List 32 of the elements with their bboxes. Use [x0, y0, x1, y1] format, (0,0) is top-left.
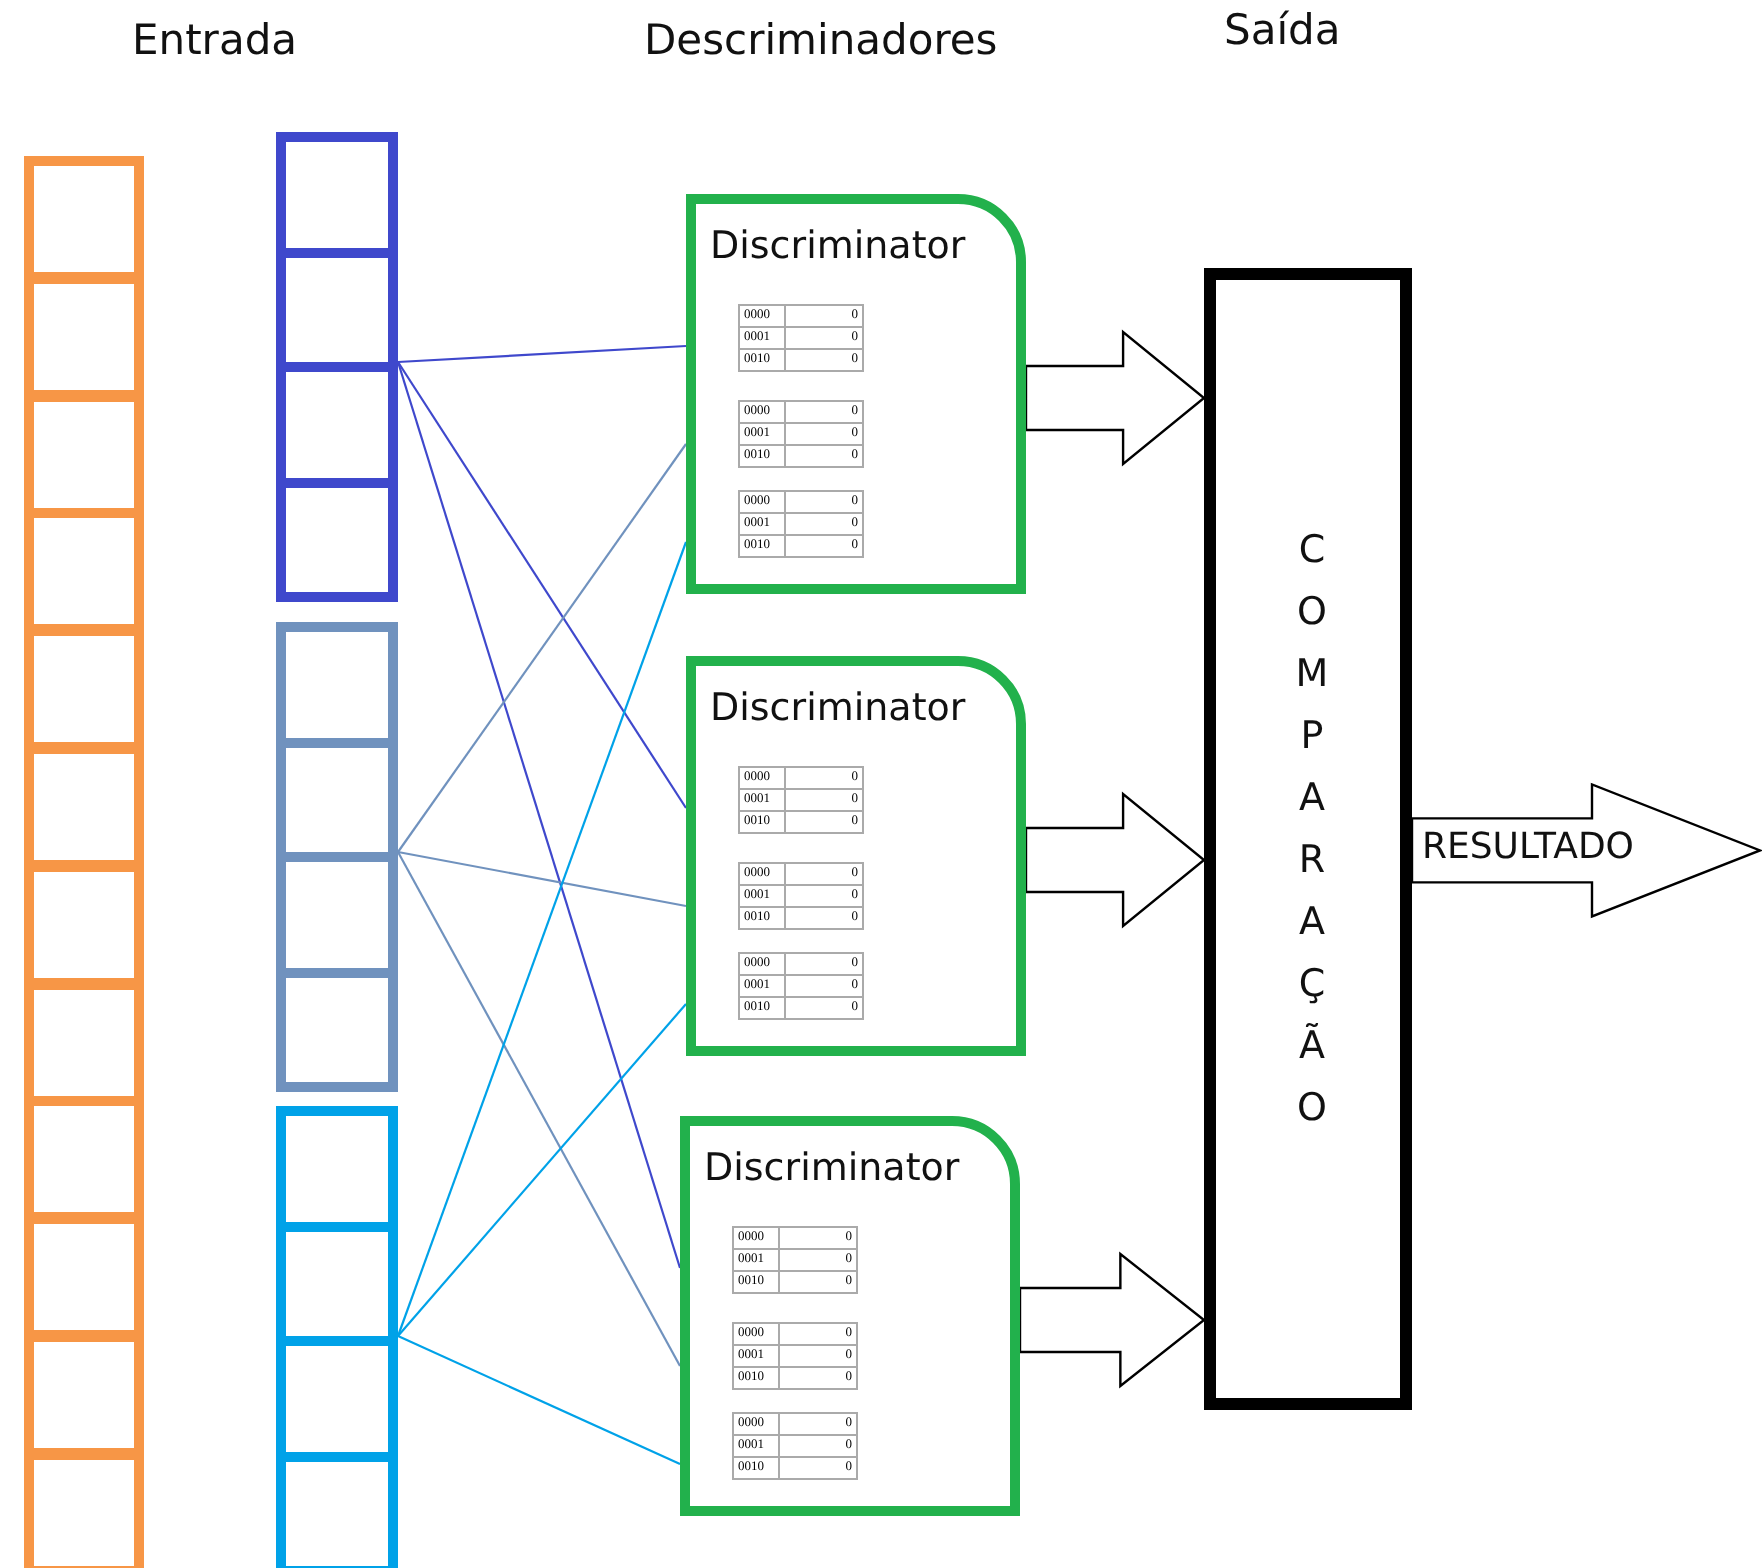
column-heading: Saída [1224, 6, 1341, 54]
discriminator-box [680, 1116, 1020, 1516]
lookup-table [738, 304, 864, 372]
lookup-table [738, 766, 864, 834]
lookup-table [738, 490, 864, 558]
comparison-label: COMPARAÇÃO [1288, 528, 1336, 1148]
lookup-table [738, 952, 864, 1020]
lookup-table [738, 400, 864, 468]
comparison-box [1204, 268, 1412, 1410]
block-arrow [1024, 329, 1206, 467]
discriminator-box [686, 656, 1026, 1056]
connection-line [396, 361, 682, 1269]
connection-line [397, 1335, 681, 1465]
discriminator-title: Discriminator [710, 686, 966, 730]
lookup-table [732, 1322, 858, 1390]
lookup-table [732, 1412, 858, 1480]
connection-line [397, 850, 687, 908]
discriminator-box [686, 194, 1026, 594]
discriminator-title: Discriminator [710, 224, 966, 268]
lookup-table [738, 862, 864, 930]
connection-line [397, 344, 687, 364]
discriminator-title: Discriminator [704, 1146, 960, 1190]
connection-line [396, 541, 688, 1337]
column-heading: Descriminadores [644, 16, 998, 64]
column-heading: Entrada [132, 16, 298, 64]
lookup-table [732, 1226, 858, 1294]
connection-line [397, 1003, 687, 1337]
block-arrow [1018, 1251, 1206, 1389]
block-arrow [1024, 791, 1206, 929]
connection-line [397, 361, 687, 809]
connection-line [397, 851, 681, 1367]
connection-line [397, 443, 687, 853]
